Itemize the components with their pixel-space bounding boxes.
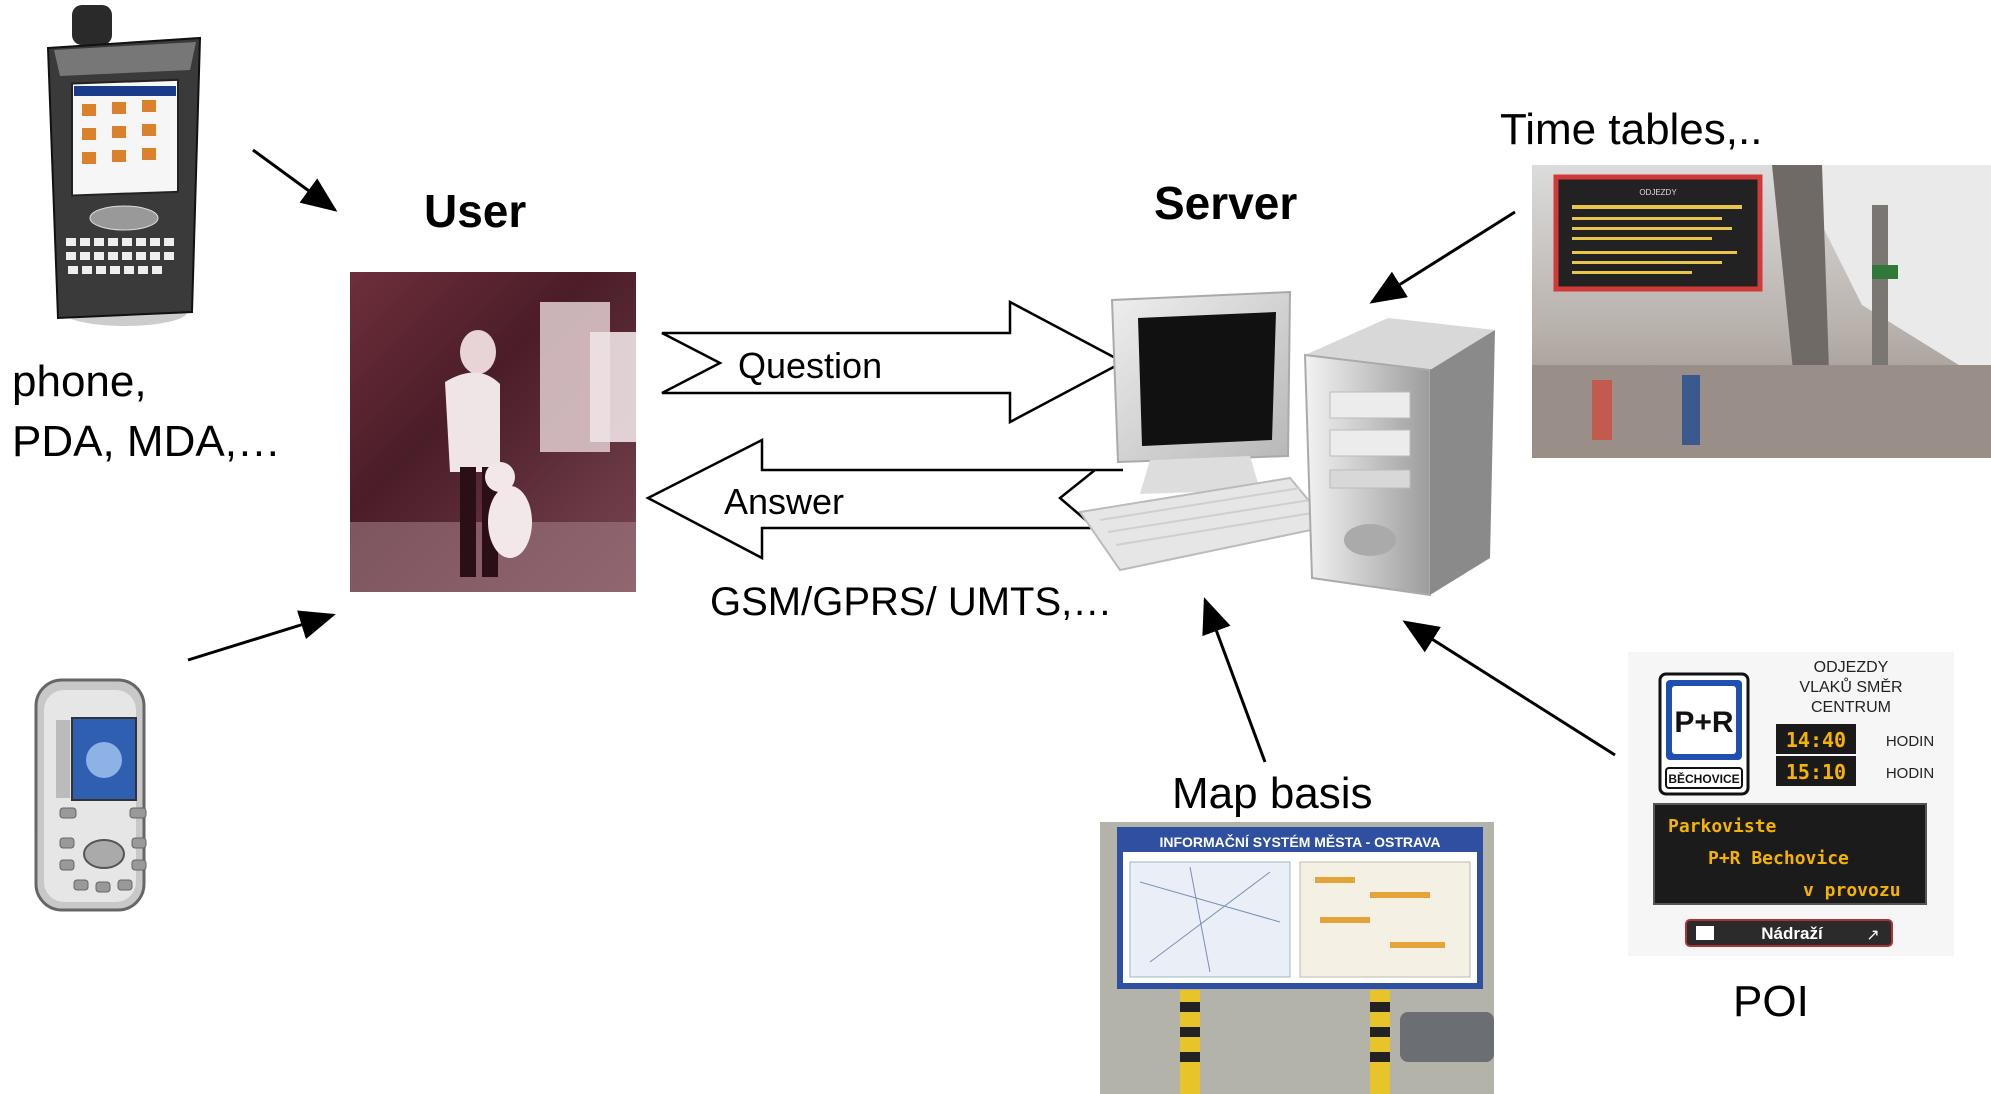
devices-line-2: PDA, MDA,… xyxy=(12,417,281,466)
unit-2: HODIN xyxy=(1886,765,1934,782)
arrow-phone-to-user xyxy=(187,610,336,662)
devices-label: phone, PDA, MDA,… xyxy=(12,360,281,464)
time-2: 15:10 xyxy=(1786,760,1846,784)
server-title: Server xyxy=(1154,177,1298,229)
poi-sign-image: P+R BĚCHOVICE ODJEZDY VLAKŮ SMĚR CENTRUM… xyxy=(1628,652,1954,956)
station-sign-text: Nádraží xyxy=(1761,924,1824,943)
map-board-header: INFORMAČNÍ SYSTÉM MĚSTA - OSTRAVA xyxy=(1159,833,1440,850)
led-line-2: P+R Bechovice xyxy=(1708,848,1849,869)
led-line-1: Parkoviste xyxy=(1668,816,1777,837)
departures-title-1: ODJEZDY xyxy=(1814,659,1889,676)
departure-board-title: ODJEZDY xyxy=(1639,188,1677,197)
network-label: GSM/GPRS/ UMTS,… xyxy=(710,580,1113,624)
arrow-pda-to-user xyxy=(252,148,338,212)
question-label: Question xyxy=(738,345,883,386)
time-1: 14:40 xyxy=(1786,728,1846,752)
mapbasis-label: Map basis xyxy=(1172,769,1373,818)
user-photo xyxy=(350,272,636,592)
arrow-poi-to-server xyxy=(1402,620,1616,757)
map-board-photo: INFORMAČNÍ SYSTÉM MĚSTA - OSTRAVA xyxy=(1100,822,1494,1094)
timetables-label: Time tables,.. xyxy=(1500,105,1763,154)
pr-place-text: BĚCHOVICE xyxy=(1668,771,1739,786)
answer-label: Answer xyxy=(724,481,845,522)
departures-title-3: CENTRUM xyxy=(1811,699,1891,716)
question-arrow xyxy=(661,299,1126,425)
arrow-timetables-to-server xyxy=(1369,210,1516,304)
arrow-map-to-server xyxy=(1202,597,1267,763)
led-line-3: v provozu xyxy=(1803,880,1901,901)
devices-line-1: phone, xyxy=(12,357,147,406)
timetables-photo: ODJEZDY xyxy=(1532,165,1991,458)
user-title: User xyxy=(424,185,527,237)
answer-arrow xyxy=(645,437,1123,561)
departures-title-2: VLAKŮ SMĚR xyxy=(1799,677,1902,696)
pr-sign-text: P+R xyxy=(1674,706,1734,739)
unit-1: HODIN xyxy=(1886,733,1934,750)
poi-label: POI xyxy=(1733,977,1809,1026)
arrow-up-right-icon: ↗ xyxy=(1866,925,1879,944)
